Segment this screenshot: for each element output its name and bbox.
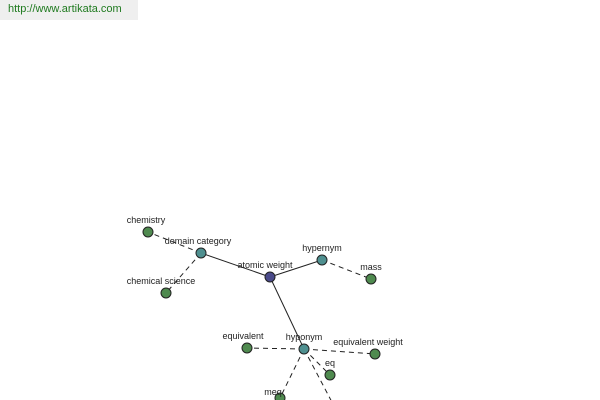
node-hyponym[interactable] — [298, 343, 310, 355]
node-mass[interactable] — [365, 273, 377, 285]
edge-atomic-weight-to-hyponym — [269, 276, 305, 350]
node-hypernym[interactable] — [316, 254, 328, 266]
node-label-domain-category[interactable]: domain category — [165, 236, 232, 246]
edge-hyponym-to-equivalent-weight — [303, 348, 376, 355]
labels-layer: atomic weight domain category hypernym hypo… — [127, 215, 404, 397]
node-label-hyponym[interactable]: hyponym — [286, 332, 323, 342]
node-label-chemical-science[interactable]: chemical science — [127, 276, 196, 286]
node-equivalent-weight[interactable] — [369, 348, 381, 360]
url-bar: http://www.artikata.com — [0, 0, 138, 20]
node-chemistry[interactable] — [142, 226, 154, 238]
node-domain-category[interactable] — [195, 247, 207, 259]
node-eq[interactable] — [324, 369, 336, 381]
edge-atomic-weight-to-hypernym — [269, 259, 323, 278]
node-label-meq[interactable]: meq — [264, 387, 282, 397]
node-label-atomic-weight[interactable]: atomic weight — [237, 260, 293, 270]
edges-layer — [147, 231, 376, 400]
node-meq[interactable] — [274, 392, 286, 400]
node-label-mass[interactable]: mass — [360, 262, 382, 272]
edge-domain-category-to-chemical-science — [165, 252, 202, 294]
node-label-hypernym[interactable]: hypernym — [302, 243, 342, 253]
node-label-equivalent-weight[interactable]: equivalent weight — [333, 337, 403, 347]
edge-domain-category-to-chemistry — [147, 231, 202, 254]
node-chemical-science[interactable] — [160, 287, 172, 299]
edge-hyponym-to-offscreen — [303, 348, 332, 400]
node-atomic-weight[interactable] — [264, 271, 276, 283]
node-label-equivalent[interactable]: equivalent — [222, 331, 264, 341]
edge-hyponym-to-eq — [303, 348, 331, 376]
node-label-chemistry[interactable]: chemistry — [127, 215, 166, 225]
node-label-eq[interactable]: eq — [325, 358, 335, 368]
edge-hyponym-to-meq — [279, 348, 305, 399]
node-equivalent[interactable] — [241, 342, 253, 354]
nodes-layer — [142, 226, 381, 400]
site-url-link[interactable]: http://www.artikata.com — [8, 3, 122, 15]
edge-atomic-weight-to-domain-category — [200, 252, 271, 278]
edge-hyponym-to-equivalent — [246, 347, 305, 350]
